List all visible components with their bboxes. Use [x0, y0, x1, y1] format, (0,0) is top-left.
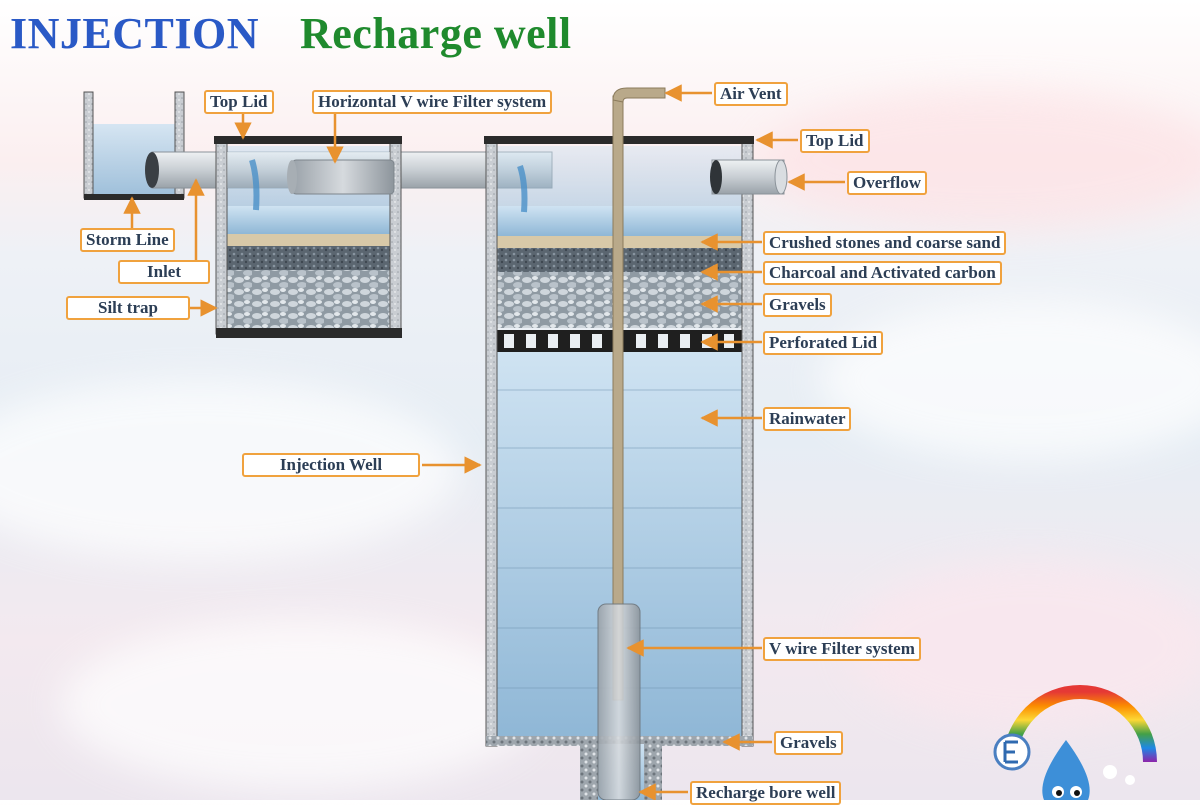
label-top-lid-left: Top Lid: [204, 90, 274, 114]
label-crushed-stones: Crushed stones and coarse sand: [763, 231, 1007, 255]
silt-trap: [214, 136, 402, 338]
label-gravels-top: Gravels: [763, 293, 832, 317]
v-wire-filter: [597, 603, 641, 800]
label-recharge-bore-well: Recharge bore well: [690, 781, 842, 805]
label-v-wire-filter: V wire Filter system: [763, 637, 921, 661]
label-silt-trap: Silt trap: [66, 296, 190, 320]
injection-well: [484, 87, 754, 800]
label-gravels-bottom: Gravels: [774, 731, 843, 755]
label-arrows: [123, 84, 845, 800]
overflow-pipe: [710, 159, 788, 195]
label-perforated-lid: Perforated Lid: [763, 331, 884, 355]
logo: [993, 685, 1157, 800]
label-overflow: Overflow: [847, 171, 927, 195]
label-horizontal-filter: Horizontal V wire Filter system: [312, 90, 553, 114]
label-inlet: Inlet: [118, 260, 210, 284]
title-injection: INJECTION: [10, 9, 259, 58]
label-air-vent: Air Vent: [714, 82, 788, 106]
title-recharge-well: Recharge well: [300, 9, 572, 58]
label-storm-line: Storm Line: [80, 228, 175, 252]
label-injection-well: Injection Well: [242, 453, 420, 477]
label-charcoal: Charcoal and Activated carbon: [763, 261, 1002, 285]
rainbow-icon: [1003, 685, 1157, 763]
label-top-lid-right: Top Lid: [800, 129, 870, 153]
water-drop-mascot-icon: [1042, 740, 1135, 800]
cloud-decoration: [60, 620, 540, 790]
logo-e-icon: [993, 733, 1031, 771]
horizontal-filter: [291, 159, 395, 195]
label-rainwater: Rainwater: [763, 407, 852, 431]
cloud-decoration: [820, 300, 1200, 460]
cloud-decoration: [760, 90, 1200, 230]
